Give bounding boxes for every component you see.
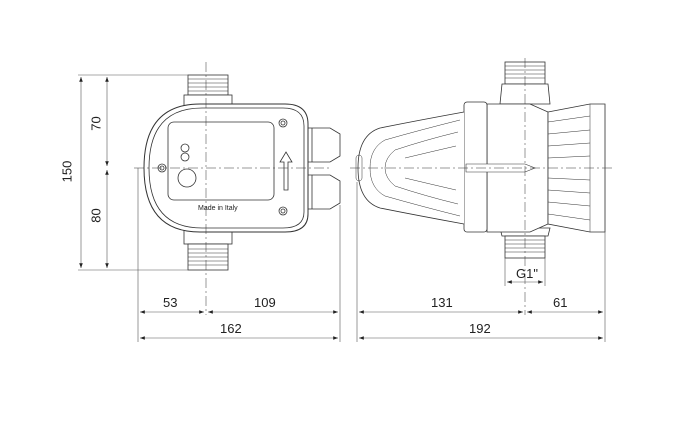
side-view <box>350 58 612 315</box>
dim-side-total: 192 <box>469 321 491 336</box>
dim-right-width: 109 <box>254 295 276 310</box>
dim-total-width: 162 <box>220 321 242 336</box>
thread-size-label: G1" <box>516 266 538 281</box>
dim-upper-height: 70 <box>88 116 104 131</box>
dim-total-height: 150 <box>59 160 75 183</box>
dim-side-right: 61 <box>553 295 568 310</box>
dim-lower-height: 80 <box>88 208 104 223</box>
dim-side-left: 131 <box>431 295 453 310</box>
made-in-italy-label: Made in Italy <box>198 205 238 212</box>
dimension-lines <box>78 74 606 342</box>
dim-left-width: 53 <box>163 295 178 310</box>
front-view <box>134 62 341 315</box>
